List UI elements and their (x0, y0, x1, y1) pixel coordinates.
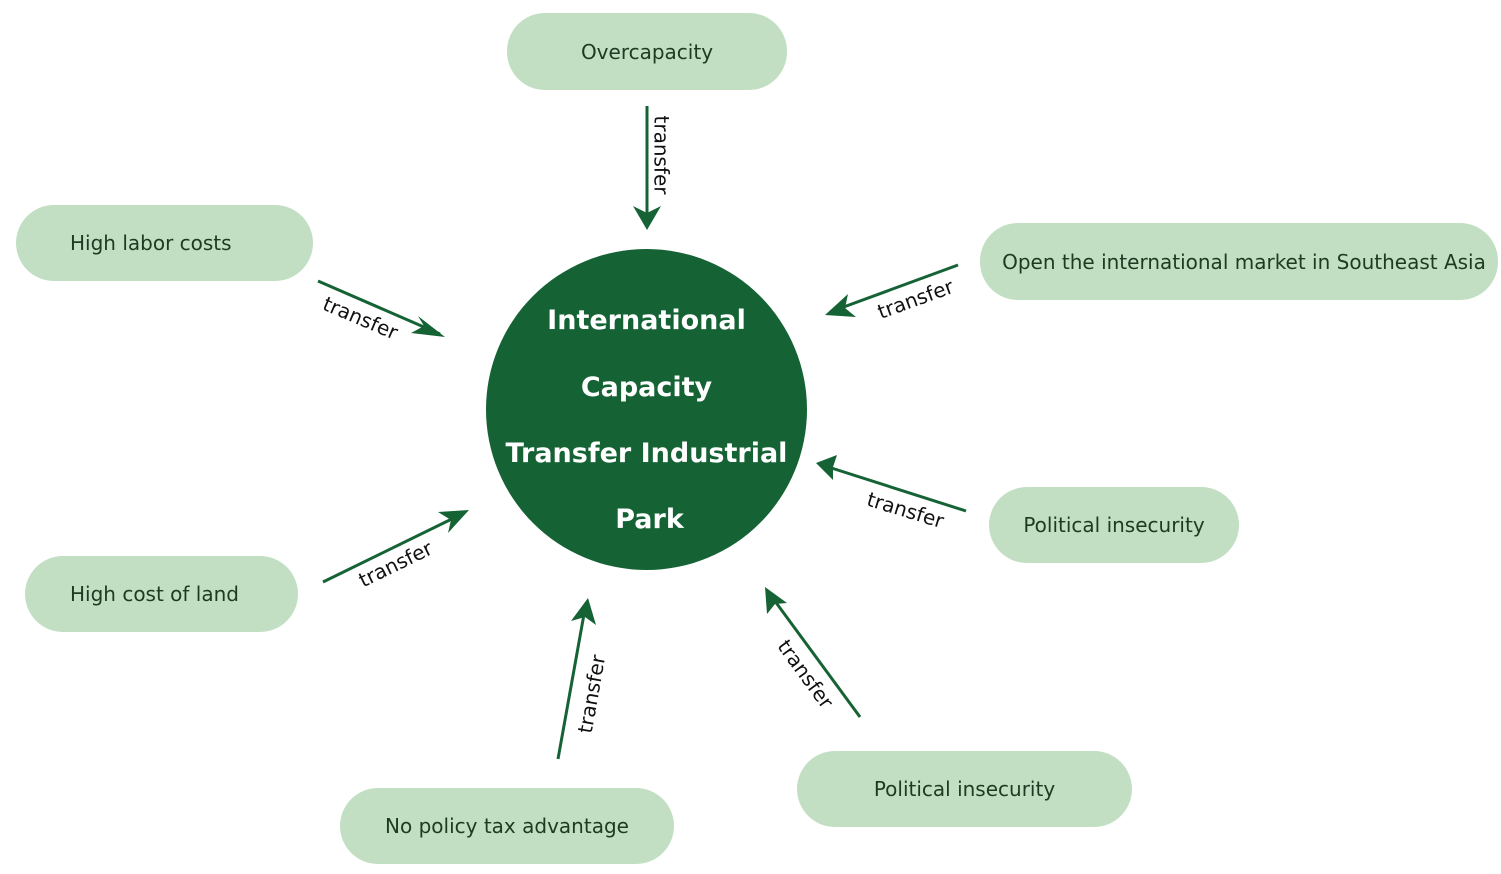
edge-label-high-cost-of-land: transfer (354, 535, 437, 593)
center-line-4: Park (615, 504, 684, 535)
node-open-market: Open the international market in Southea… (980, 223, 1498, 300)
center-line-1: International (547, 305, 746, 336)
edge-label-open-market: transfer (874, 274, 957, 324)
arrowhead-political-insecurity-bottom (765, 587, 787, 614)
center-line-3: Transfer Industrial (505, 438, 788, 469)
edge-label-no-policy-tax: transfer (572, 653, 611, 735)
node-political-insecurity-right: Political insecurity (989, 487, 1239, 563)
arrowhead-political-insecurity-right (816, 455, 837, 480)
node-high-labor-costs: High labor costs (16, 205, 313, 281)
arrowhead-open-market (825, 294, 856, 317)
center-line-2: Capacity (580, 372, 713, 403)
node-overcapacity: Overcapacity (507, 13, 787, 90)
node-no-policy-tax: No policy tax advantage (340, 788, 674, 864)
edge-label-overcapacity: transfer (649, 115, 674, 195)
arrowhead-high-labor-costs (411, 316, 445, 337)
node-high-cost-of-land: High cost of land (25, 556, 298, 632)
edge-label-political-insecurity-right: transfer (864, 486, 947, 534)
center-node-industrial-park: International Capacity Transfer Industri… (486, 249, 807, 570)
edge-label-high-labor-costs: transfer (319, 291, 402, 345)
edge-label-political-insecurity-bottom: transfer (772, 634, 839, 714)
arrowhead-overcapacity (633, 206, 661, 230)
arrowhead-no-policy-tax (571, 598, 596, 625)
arrowhead-high-cost-of-land (438, 510, 469, 533)
node-political-insecurity-bottom: Political insecurity (797, 751, 1132, 827)
